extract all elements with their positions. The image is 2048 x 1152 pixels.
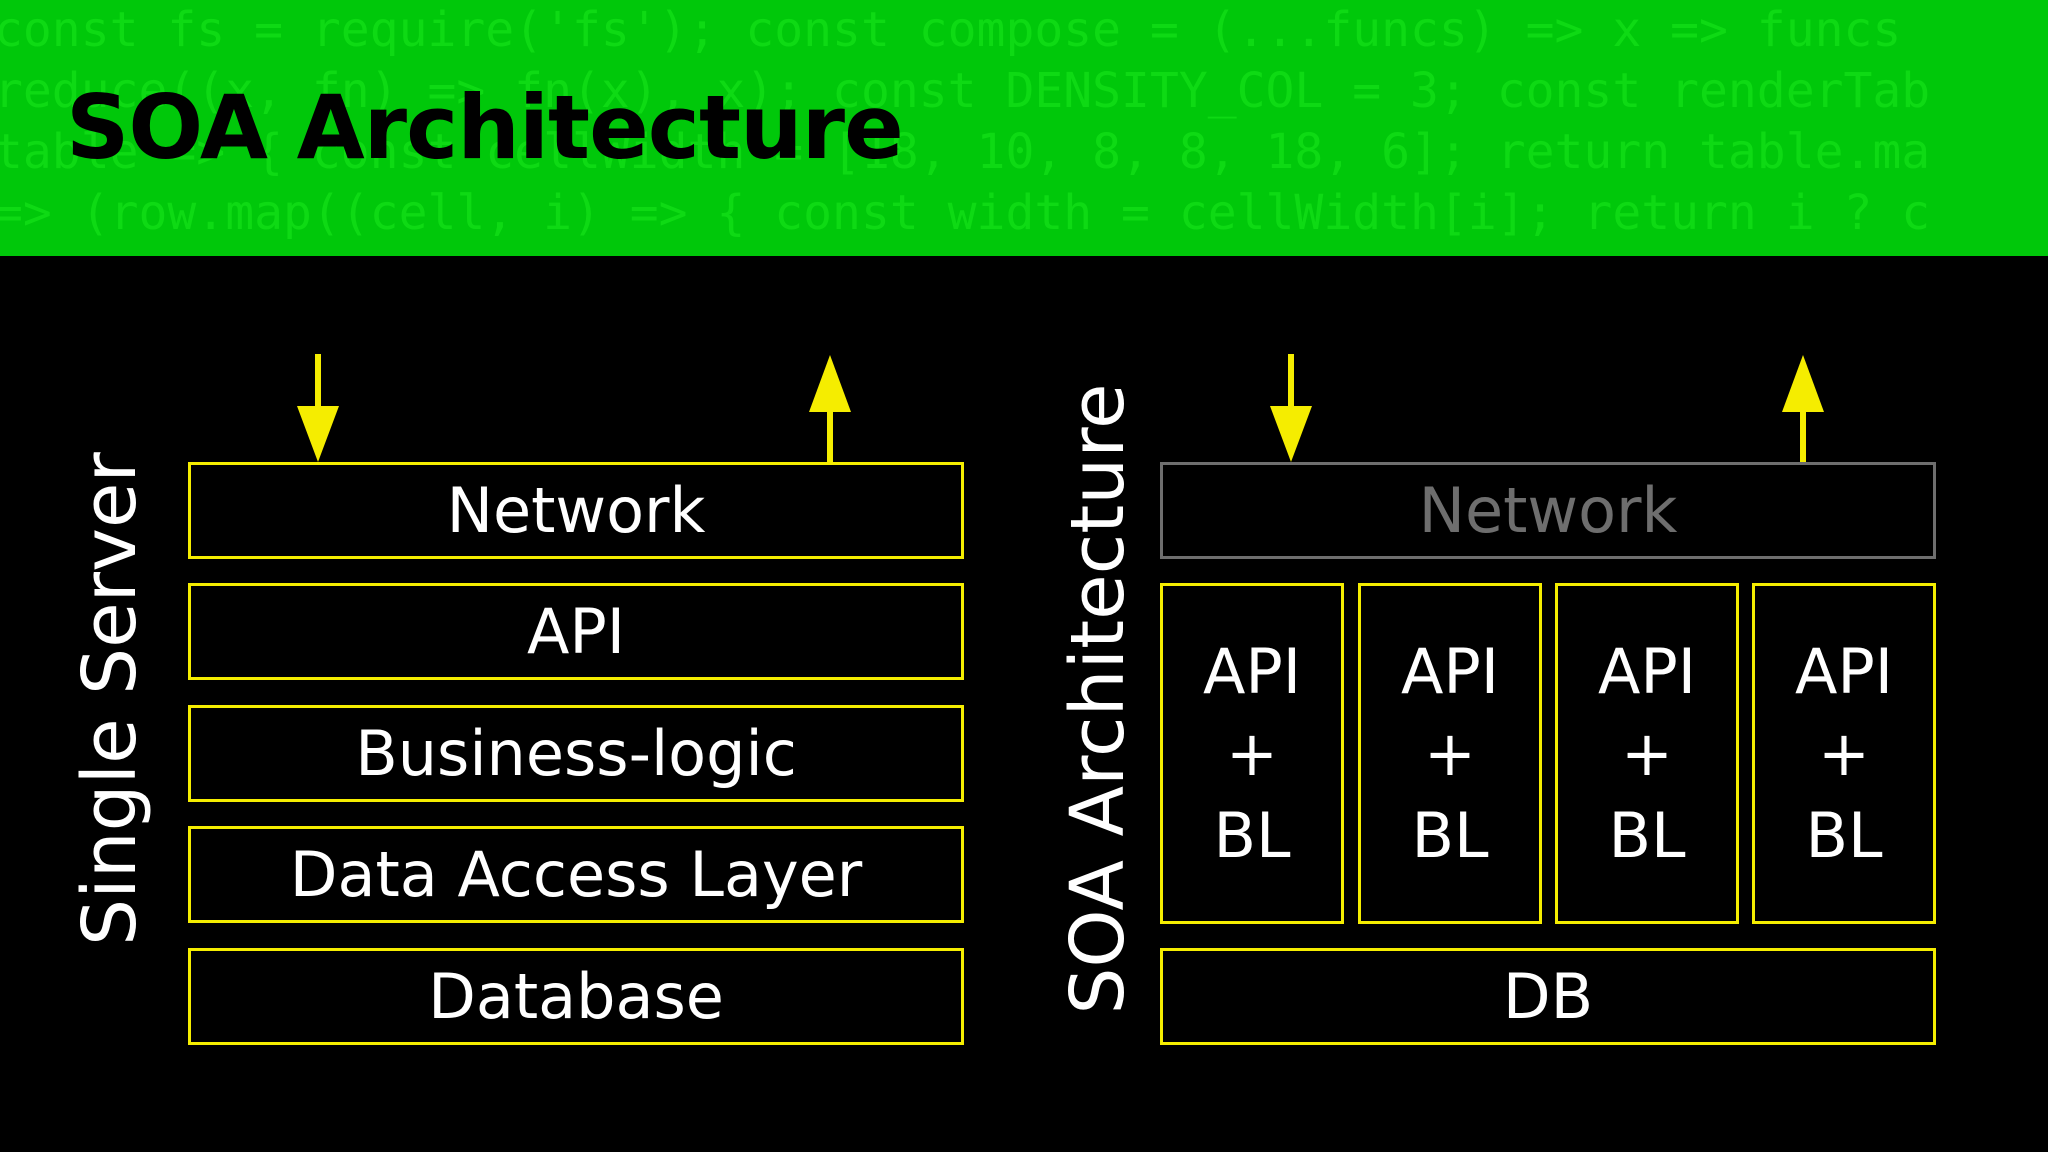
code-line: const fs = require('fs'); const compose … bbox=[0, 2, 1902, 58]
service-bl: BL bbox=[1213, 798, 1291, 872]
service-api: API bbox=[1202, 634, 1302, 708]
response-arrow-up-icon bbox=[809, 355, 851, 412]
soa-db: DB bbox=[1160, 948, 1936, 1045]
service-bl: BL bbox=[1608, 798, 1686, 872]
service-api: API bbox=[1597, 634, 1697, 708]
header-banner: const fs = require('fs'); const compose … bbox=[0, 0, 2048, 256]
service-bl: BL bbox=[1411, 798, 1489, 872]
layer-data-access: Data Access Layer bbox=[188, 826, 964, 923]
code-line: => (row.map((cell, i) => { const width =… bbox=[0, 185, 1931, 241]
service-box: API + BL bbox=[1160, 583, 1344, 924]
layer-database: Database bbox=[188, 948, 964, 1045]
service-plus: + bbox=[1226, 716, 1278, 790]
layer-api: API bbox=[188, 583, 964, 680]
code-line: table => { const cellWidth = [18, 10, 8,… bbox=[0, 124, 1931, 180]
code-background: const fs = require('fs'); const compose … bbox=[0, 0, 2048, 244]
soa-architecture-label: SOA Architecture bbox=[1055, 383, 1141, 1015]
service-bl: BL bbox=[1805, 798, 1883, 872]
service-api: API bbox=[1400, 634, 1500, 708]
single-server-label: Single Server bbox=[67, 452, 153, 946]
service-box: API + BL bbox=[1358, 583, 1542, 924]
slide-title: SOA Architecture bbox=[66, 76, 904, 179]
service-plus: + bbox=[1621, 716, 1673, 790]
soa-request-arrow-down-icon bbox=[1270, 406, 1312, 462]
service-box: API + BL bbox=[1752, 583, 1936, 924]
service-plus: + bbox=[1818, 716, 1870, 790]
soa-network: Network bbox=[1160, 462, 1936, 559]
layer-business-logic: Business-logic bbox=[188, 705, 964, 802]
layer-network: Network bbox=[188, 462, 964, 559]
soa-response-arrow-up-icon bbox=[1782, 355, 1824, 412]
service-api: API bbox=[1794, 634, 1894, 708]
service-plus: + bbox=[1424, 716, 1476, 790]
request-arrow-down-icon bbox=[297, 406, 339, 462]
code-line: reduce((x, fn) => fn(x), x); const DENSI… bbox=[0, 63, 1931, 119]
service-box: API + BL bbox=[1555, 583, 1739, 924]
